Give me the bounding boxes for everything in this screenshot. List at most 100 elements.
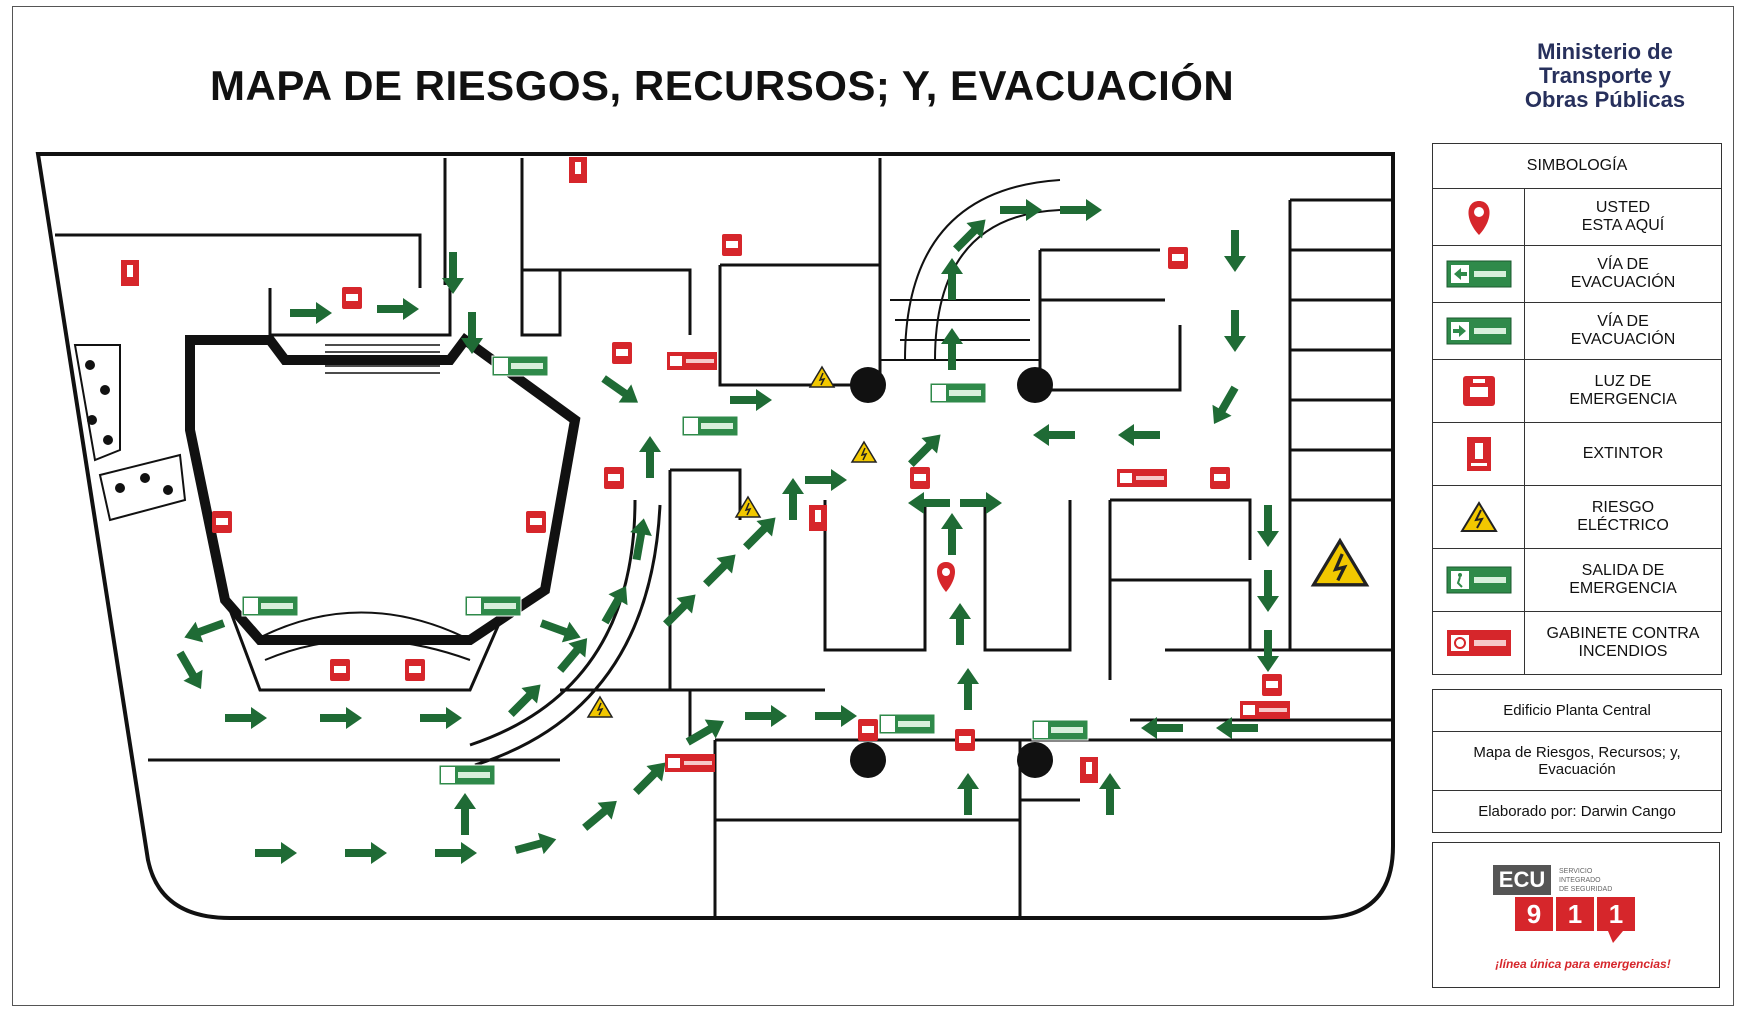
- evac-arrow: [320, 707, 362, 729]
- fire-extinguisher-icon: [569, 157, 587, 183]
- evac-arrow: [1060, 199, 1102, 221]
- evac-arrow: [1118, 424, 1160, 446]
- fire-cabinet-icon: [667, 352, 717, 370]
- auditorium: [185, 333, 581, 692]
- electrical-hazard-icon: [851, 441, 877, 463]
- emergency-exit-icon: [491, 355, 549, 377]
- emergency-light-icon: [1433, 360, 1525, 422]
- evac-arrow: [1257, 505, 1279, 547]
- evac-arrow: [1033, 424, 1075, 446]
- ecu-text: ECU: [1499, 867, 1545, 892]
- emergency-exit-icon: [464, 595, 522, 617]
- legend-label: VÍA DE EVACUACIÓN: [1570, 256, 1676, 291]
- fire-extinguisher-icon: [809, 505, 827, 531]
- legend-row-evac-left: VÍA DE EVACUACIÓN: [1433, 246, 1721, 303]
- emergency-light-icon: [955, 729, 975, 751]
- evac-arrow: [597, 369, 645, 412]
- evac-arrow: [1000, 199, 1042, 221]
- number-digit: 9: [1527, 899, 1541, 929]
- evac-arrow: [903, 426, 949, 472]
- electrical-hazard-icon: [1433, 486, 1525, 548]
- exit-route-right-icon: [1433, 303, 1525, 359]
- fire-extinguisher-icon: [1080, 757, 1098, 783]
- evac-arrow: [503, 676, 549, 722]
- planter-left: [73, 344, 187, 522]
- emergency-light-icon: [212, 511, 232, 533]
- emergency-light-icon: [330, 659, 350, 681]
- title-block: Edificio Planta Central Mapa de Riesgos,…: [1432, 689, 1722, 833]
- evac-arrow: [960, 492, 1002, 514]
- evac-arrow: [225, 707, 267, 729]
- emergency-exit-icon: [681, 415, 739, 437]
- electrical-hazard-icon: [1311, 539, 1369, 587]
- evac-arrow: [941, 328, 963, 370]
- evac-arrow: [908, 492, 950, 514]
- evac-arrow: [377, 298, 419, 320]
- emergency-exit-icon: [878, 713, 936, 735]
- evac-arrow: [941, 513, 963, 555]
- location-pin-icon: [1433, 189, 1525, 245]
- evac-arrow: [745, 705, 787, 727]
- legend-label: SALIDA DE EMERGENCIA: [1569, 562, 1677, 597]
- emergency-light-icon: [604, 467, 624, 489]
- fire-cabinet-icon: [1117, 469, 1167, 487]
- evac-arrow: [1224, 310, 1246, 352]
- legend-label: USTED ESTA AQUÍ: [1581, 199, 1665, 234]
- emergency-light-icon: [722, 234, 742, 256]
- page-title: MAPA DE RIESGOS, RECURSOS; Y, EVACUACIÓN: [210, 62, 1235, 109]
- ministry-line: Transporte y: [1538, 63, 1672, 88]
- evac-arrow: [1099, 773, 1121, 815]
- emergency-exit-icon: [1031, 719, 1089, 741]
- ministry-line: Ministerio de: [1537, 39, 1673, 64]
- emergency-light-icon: [1262, 674, 1282, 696]
- evac-arrow: [805, 469, 847, 491]
- legend-label: GABINETE CONTRA INCENDIOS: [1546, 625, 1700, 660]
- number-digit: 1: [1609, 899, 1623, 929]
- evac-arrow: [949, 603, 971, 645]
- evac-arrow: [170, 647, 211, 695]
- emergency-light-icon: [910, 467, 930, 489]
- evac-arrow: [1224, 230, 1246, 272]
- ministry-line: Obras Públicas: [1524, 87, 1686, 112]
- evac-arrow: [180, 612, 228, 648]
- emergency-exit-icon: [929, 382, 987, 404]
- legend-row-you-are-here: USTED ESTA AQUÍ: [1433, 189, 1721, 246]
- evac-arrow: [815, 705, 857, 727]
- emergency-lights: [212, 234, 1282, 751]
- building-name: Edificio Planta Central: [1433, 690, 1721, 732]
- service-text: SERVICIO: [1559, 868, 1593, 875]
- electrical-hazard-icon: [809, 366, 835, 388]
- evac-arrow: [1204, 382, 1245, 430]
- evac-arrow: [454, 793, 476, 835]
- legend-row-fire-cabinet: GABINETE CONTRA INCENDIOS: [1433, 612, 1721, 674]
- fire-extinguisher-icon: [121, 260, 139, 286]
- you-are-here-marker: [937, 562, 955, 592]
- legend-row-evac-right: VÍA DE EVACUACIÓN: [1433, 303, 1721, 360]
- map-name: Mapa de Riesgos, Recursos; y, Evacuación: [1433, 732, 1721, 791]
- evac-arrow: [435, 842, 477, 864]
- fire-cabinets: [665, 352, 1290, 772]
- ecu911-emblem: ECU 9 1 1 SERVICIO INTEGRADO DE SEGURIDA…: [1493, 865, 1635, 943]
- fire-cabinet-icon: [1433, 612, 1525, 674]
- emergency-exits: [241, 355, 1089, 786]
- emergency-light-icon: [526, 511, 546, 533]
- fire-cabinet-icon: [1240, 701, 1290, 719]
- evac-arrow: [290, 302, 332, 324]
- legend-heading: SIMBOLOGÍA: [1433, 144, 1721, 189]
- evac-arrow: [577, 792, 624, 837]
- interior-walls: [55, 158, 1395, 918]
- emergency-light-icon: [405, 659, 425, 681]
- evac-arrow: [345, 842, 387, 864]
- evac-arrow: [957, 668, 979, 710]
- legend-label: VÍA DE EVACUACIÓN: [1570, 313, 1676, 348]
- evac-arrow: [420, 707, 462, 729]
- ministry-logo: Ministerio de Transporte y Obras Pública…: [1470, 40, 1738, 112]
- number-digit: 1: [1568, 899, 1582, 929]
- emergency-light-icon: [1210, 467, 1230, 489]
- emergency-light-icon: [1168, 247, 1188, 269]
- evac-arrow: [957, 773, 979, 815]
- electrical-hazard-icon: [587, 696, 613, 718]
- evac-arrow: [595, 580, 636, 628]
- service-text: INTEGRADO: [1559, 877, 1601, 884]
- fire-extinguisher-icon: [1433, 423, 1525, 485]
